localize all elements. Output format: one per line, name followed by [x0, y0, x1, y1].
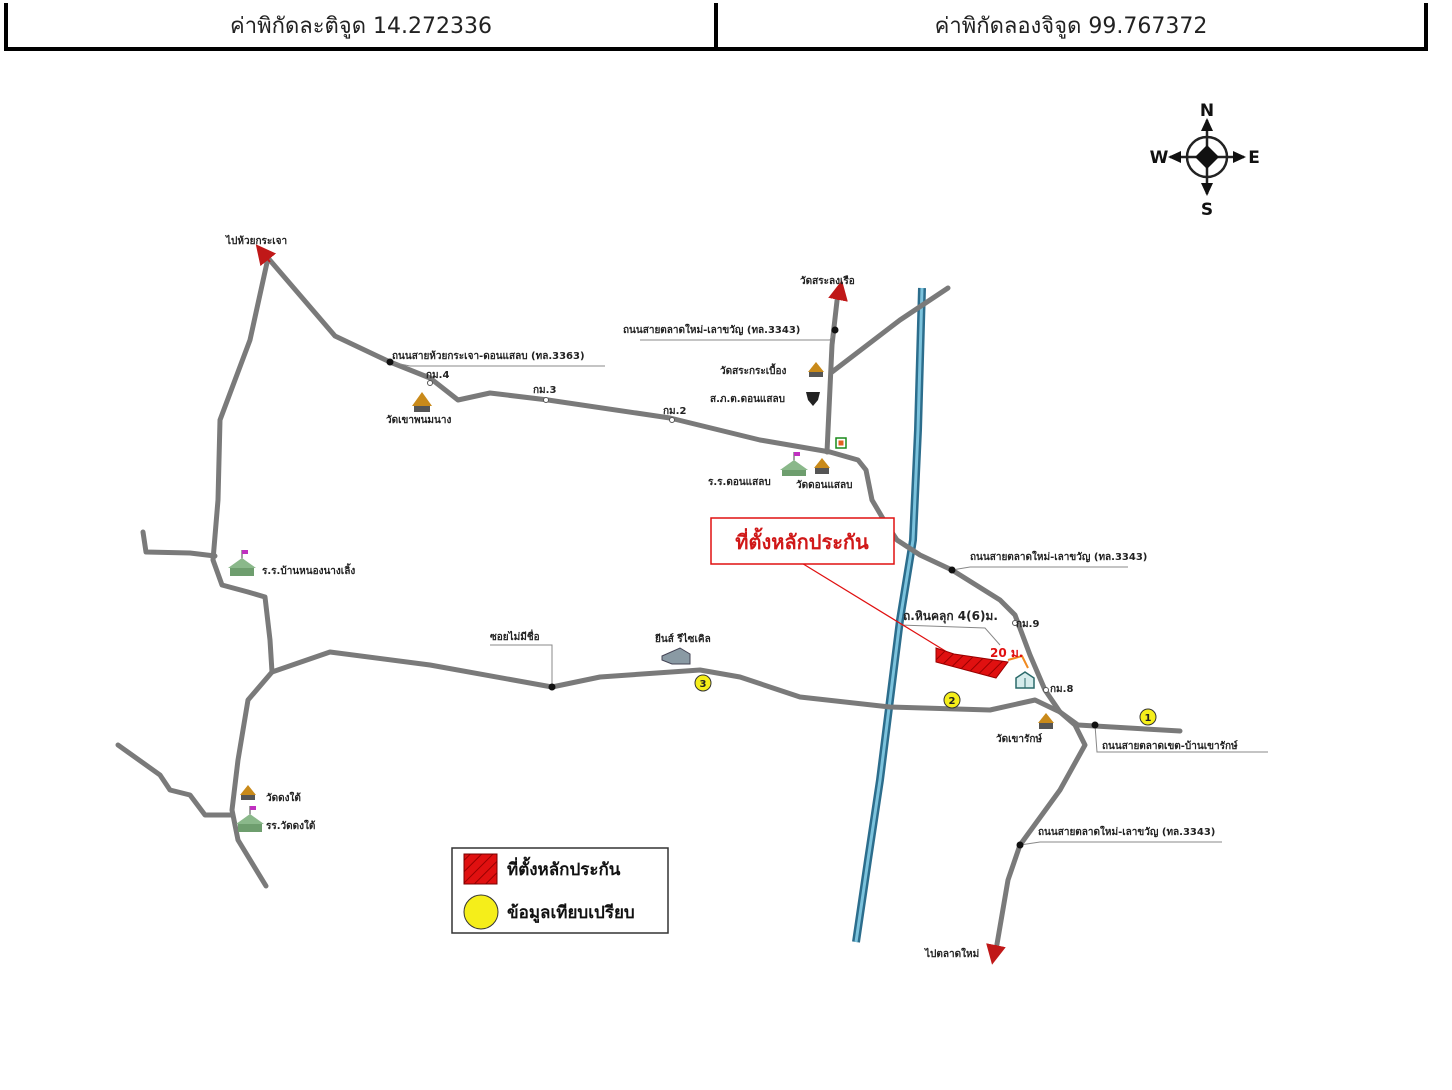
leader-local-road [899, 624, 1001, 646]
label-wat-khao-phanom-nang: วัดเขาพนมนาง [386, 414, 451, 426]
km-marker-2: กม.2 [663, 406, 686, 417]
destination-sa-long-ruea: วัดสระลงเรือ [800, 275, 855, 287]
comparison-point-label: 1 [1145, 713, 1152, 724]
legend-comparison-swatch [463, 894, 499, 930]
km-marker-3: กม.3 [533, 385, 556, 396]
road-3343-south [993, 709, 1088, 953]
road-3343-mid-label: ถนนสายตลาดใหม่-เลาขวัญ (ทล.3343) [970, 550, 1147, 563]
latitude-label: ค่าพิกัดละติจูด 14.272336 [230, 13, 492, 39]
local-road-label: ถ.หินคลุก 4(6)ม. [903, 609, 998, 624]
road-junction-dot [831, 326, 839, 334]
road-west-branch [140, 529, 218, 559]
arrow-to-talat-mai [986, 943, 1006, 965]
road-junction-dot [1016, 841, 1024, 849]
road-junction-dot [386, 358, 394, 366]
temple-icon [412, 392, 432, 412]
collateral-callout: ที่ตั้งหลักประกัน [710, 517, 895, 565]
building-icon [1015, 671, 1035, 689]
temple-icons [240, 362, 1054, 800]
leader-road-3343-top [640, 329, 836, 341]
road-3343-top-label: ถนนสายตลาดใหม่-เลาขวัญ (ทล.3343) [623, 323, 800, 336]
comparison-point-label: 2 [949, 696, 956, 707]
destination-talat-mai: ไปตลาดใหม่ [924, 947, 979, 960]
collateral-parcel: 20 ม. [935, 646, 1029, 679]
callout-label: ที่ตั้งหลักประกัน [735, 527, 869, 554]
leader-road-3343-mid [951, 566, 1128, 571]
km-marker-8: กม.8 [1050, 684, 1073, 695]
label-factory: ยีนส์ รีไซเคิล [655, 632, 711, 645]
road-unnamed-soi [269, 649, 1063, 715]
leader-road-right [1094, 724, 1268, 753]
comparison-point-label: 3 [700, 679, 707, 690]
label-police-station: ส.ภ.ต.ดอนแสลบ [710, 394, 785, 405]
road-northeast-branch [829, 285, 951, 375]
km-marker-dot [427, 380, 433, 386]
label-school-wat-dong-tai: รร.วัดดงใต้ [266, 819, 315, 832]
police-icon [806, 392, 820, 406]
compass-east: E [1248, 148, 1260, 168]
convenience-store-icon [835, 437, 847, 449]
road-junction-dot [548, 683, 556, 691]
road-junction-dot [1091, 721, 1099, 729]
coordinate-bar: ค่าพิกัดละติจูด 14.272336 ค่าพิกัดลองจิจ… [4, 3, 1428, 51]
destination-huai-krachao: ไปห้วยกระเจา [225, 234, 287, 247]
leader-road-3343-bottom [1019, 841, 1222, 846]
compass-rose: N S W E [1150, 101, 1260, 220]
road-3363-label: ถนนสายห้วยกระเจา-ดอนแสลบ (ทล.3363) [392, 350, 585, 362]
leader-soi [490, 644, 553, 687]
km-marker-dot [1012, 620, 1018, 626]
km-marker-dot [1043, 687, 1049, 693]
river [852, 287, 926, 943]
comparison-point-3: 3 [694, 674, 712, 692]
factory-icon [661, 647, 691, 665]
comparison-points: 1 2 3 [694, 674, 1157, 726]
legend: ที่ตั้งหลักประกัน ข้อมูลเทียบเปรียบ [451, 847, 669, 934]
road-right-label: ถนนสายตลาดเขต-บ้านเขารักษ์ [1102, 740, 1238, 752]
temple-icon [814, 458, 830, 474]
road-west-vertical [210, 255, 275, 889]
legend-collateral-swatch [463, 853, 498, 885]
temple-icon [1038, 713, 1054, 729]
soi-label: ซอยไม่มีชื่อ [490, 629, 540, 643]
longitude-label: ค่าพิกัดลองจิจูด 99.767372 [714, 3, 1424, 47]
compass-south: S [1201, 200, 1213, 220]
leader-road-3363 [389, 361, 605, 367]
km-marker-9: กม.9 [1016, 619, 1039, 630]
label-school-don-salaep: ร.ร.ดอนแสลบ [708, 477, 771, 488]
temple-icon [240, 785, 256, 800]
road-north-branch [824, 289, 841, 455]
school-icon [780, 452, 808, 476]
road-junction-dot [948, 566, 956, 574]
school-icon [228, 550, 256, 576]
compass-north: N [1200, 101, 1214, 121]
comparison-point-2: 2 [943, 691, 961, 709]
road-southwest-branch [115, 742, 235, 818]
school-icon [236, 806, 264, 832]
km-marker-4: กม.4 [426, 370, 449, 381]
label-wat-sa-krabueang: วัดสระกระเบื้อง [720, 363, 787, 377]
legend-comparison-label: ข้อมูลเทียบเปรียบ [507, 902, 635, 924]
road-3343-bottom-label: ถนนสายตลาดใหม่-เลาขวัญ (ทล.3343) [1038, 825, 1215, 838]
label-school-nong-nang-loeng: ร.ร.บ้านหนองนางเลิ้ง [262, 563, 355, 577]
arrow-to-sa-long-ruea [828, 280, 848, 302]
label-wat-dong-tai: วัดดงใต้ [266, 791, 301, 804]
arrow-to-huai-krachao [255, 244, 277, 267]
comparison-point-1: 1 [1139, 708, 1157, 726]
km-marker-dot [543, 397, 549, 403]
temple-icon [808, 362, 824, 377]
label-wat-don-salaep: วัดดอนแสลบ [796, 479, 852, 491]
compass-west: W [1150, 148, 1169, 168]
km-marker-dot [669, 417, 675, 423]
legend-collateral-label: ที่ตั้งหลักประกัน [507, 856, 621, 880]
label-wat-khao-rak: วัดเขารักษ์ [996, 733, 1042, 745]
school-icons [228, 452, 808, 832]
distance-label: 20 ม. [990, 646, 1023, 660]
road-3363 [265, 255, 1183, 734]
callout-leader [799, 561, 961, 661]
